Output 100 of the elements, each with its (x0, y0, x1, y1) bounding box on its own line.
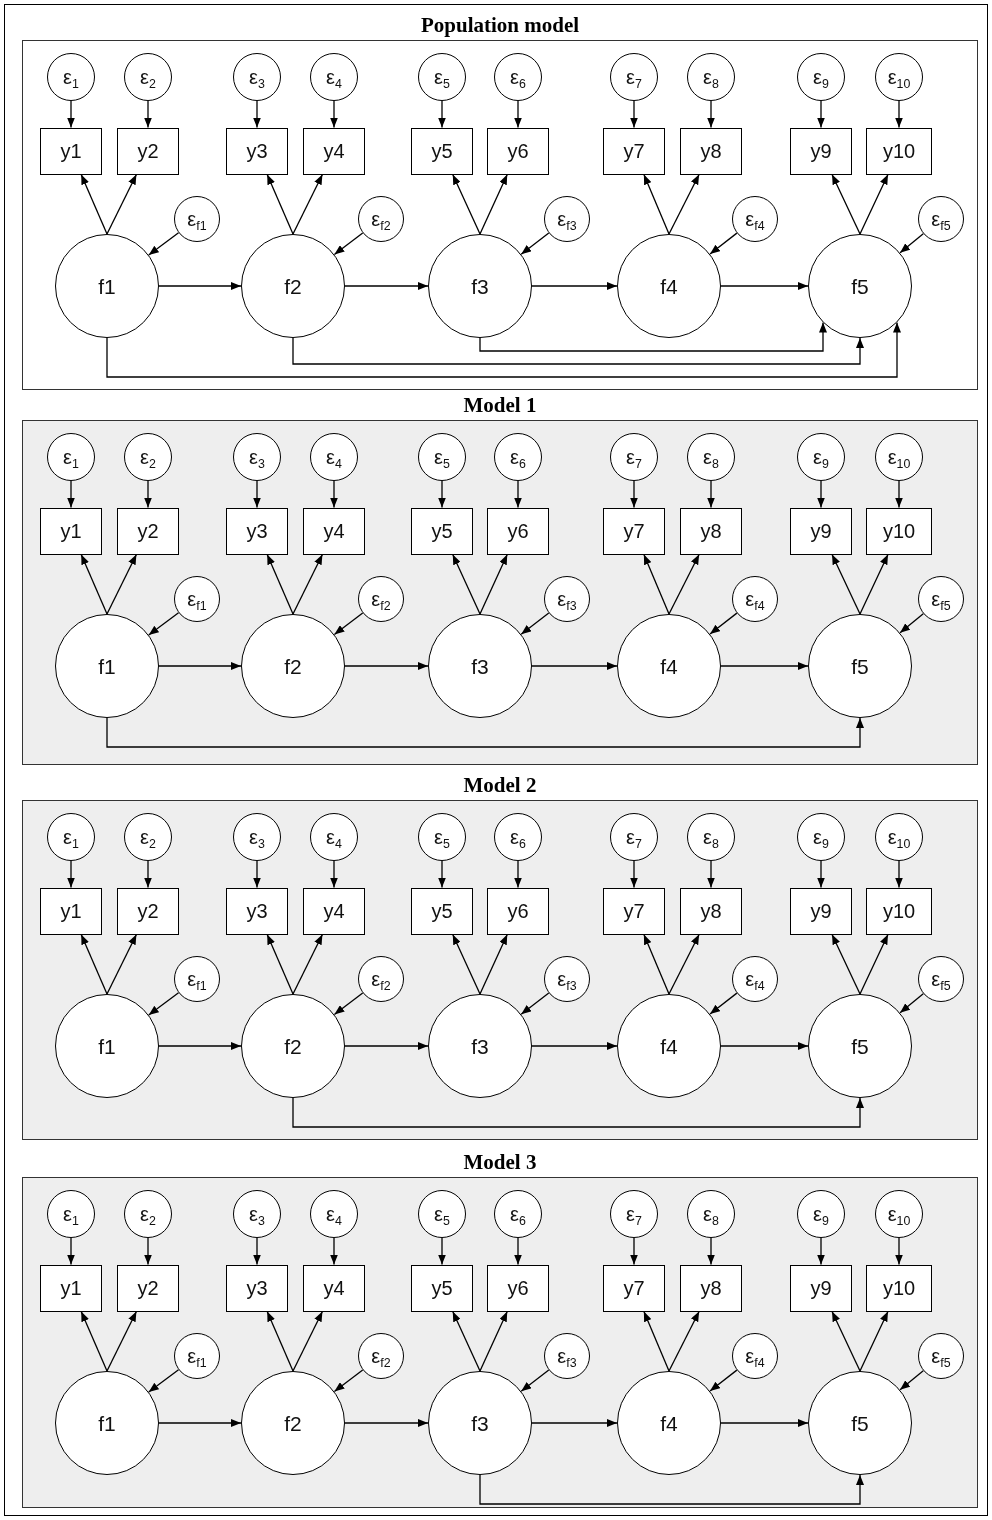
node-label: ε$_{2}$ (140, 1204, 156, 1224)
indicator-box (40, 887, 102, 935)
arrow (531, 1419, 618, 1427)
arrow (895, 1237, 903, 1266)
arrow (831, 1310, 861, 1372)
indicator-box (680, 1264, 742, 1312)
error-circle (124, 53, 172, 101)
error-circle (494, 813, 542, 861)
error-circle (47, 433, 95, 481)
node-label: ε$_{6}$ (510, 1204, 526, 1224)
node-label: ε$_{1}$ (63, 1204, 79, 1224)
node-label: ε$_{f4}$ (745, 589, 765, 609)
node-label: ε$_{f2}$ (371, 589, 391, 609)
node-label: y7 (623, 141, 645, 161)
indicator-box (303, 507, 365, 555)
error-circle (418, 813, 466, 861)
indicator-box (866, 1264, 932, 1312)
node-label: ε$_{5}$ (434, 67, 450, 87)
indicator-box (487, 1264, 549, 1312)
node-label: ε$_{f4}$ (745, 969, 765, 989)
node-label: y2 (137, 1278, 159, 1298)
error-circle (610, 813, 658, 861)
indicator-box (117, 127, 179, 175)
error-circle (797, 433, 845, 481)
indicator-box (40, 127, 102, 175)
indicator-box (790, 127, 852, 175)
error-circle (310, 433, 358, 481)
node-label: ε$_{f2}$ (371, 209, 391, 229)
node-label: f5 (851, 1412, 869, 1434)
arrow (452, 933, 481, 995)
node-label: ε$_{8}$ (703, 1204, 719, 1224)
arrow (899, 1370, 924, 1391)
node-label: ε$_{f1}$ (187, 589, 207, 609)
panel-title: Model 1 (463, 392, 537, 418)
indicator-box (866, 507, 932, 555)
node-label: ε$_{6}$ (510, 67, 526, 87)
arrow (266, 173, 294, 235)
node-label: y10 (882, 521, 916, 541)
node-label: y3 (246, 901, 268, 921)
arrow (707, 100, 715, 129)
arrow (106, 553, 138, 615)
arrow (831, 173, 861, 235)
indicator-box (790, 1264, 852, 1312)
arrow (899, 233, 924, 254)
arrow (330, 100, 338, 129)
error-circle (124, 813, 172, 861)
arrow (452, 553, 481, 615)
node-label: y9 (810, 1278, 832, 1298)
node-label: y5 (431, 1278, 453, 1298)
arrow (720, 1042, 809, 1050)
arrow (266, 553, 294, 615)
node-label: ε$_{f5}$ (931, 209, 951, 229)
node-label: ε$_{5}$ (434, 827, 450, 847)
error-circle (687, 813, 735, 861)
node-label: f2 (284, 275, 302, 297)
node-label: ε$_{f3}$ (557, 969, 577, 989)
node-label: f1 (98, 275, 116, 297)
arrow (67, 860, 75, 889)
error-circle (797, 53, 845, 101)
node-label: ε$_{4}$ (326, 67, 342, 87)
node-label: y2 (137, 141, 159, 161)
arrow (859, 173, 889, 235)
node-label: ε$_{3}$ (249, 447, 265, 467)
node-label: f4 (660, 275, 678, 297)
panel-title: Population model (420, 12, 580, 38)
arrow (333, 612, 364, 636)
node-label: ε$_{1}$ (63, 447, 79, 467)
node-label: ε$_{f3}$ (557, 589, 577, 609)
indicator-box (790, 507, 852, 555)
node-label: y10 (882, 1278, 916, 1298)
node-label: ε$_{f1}$ (187, 1346, 207, 1366)
error-circle (233, 53, 281, 101)
arrow (144, 100, 152, 129)
arrow (895, 100, 903, 129)
error-circle (174, 956, 220, 1002)
arrow (520, 1369, 550, 1392)
node-label: y4 (323, 901, 345, 921)
arrow (452, 1310, 481, 1372)
arrow (479, 933, 508, 995)
node-label: ε$_{9}$ (813, 67, 829, 87)
error-circle (174, 1333, 220, 1379)
node-label: y6 (507, 901, 529, 921)
node-label: ε$_{9}$ (813, 827, 829, 847)
arrow (253, 1237, 261, 1266)
arrow (720, 282, 809, 290)
node-label: ε$_{3}$ (249, 1204, 265, 1224)
error-circle (687, 1190, 735, 1238)
indicator-box (226, 127, 288, 175)
indicator-box (680, 887, 742, 935)
arrow (831, 553, 861, 615)
arrow (514, 480, 522, 509)
arrow (514, 860, 522, 889)
indicator-box (680, 127, 742, 175)
error-circle (732, 956, 778, 1002)
error-circle (610, 53, 658, 101)
node-label: ε$_{9}$ (813, 1204, 829, 1224)
arrow (438, 1237, 446, 1266)
node-label: y6 (507, 141, 529, 161)
arrow (899, 613, 924, 634)
indicator-box (411, 1264, 473, 1312)
